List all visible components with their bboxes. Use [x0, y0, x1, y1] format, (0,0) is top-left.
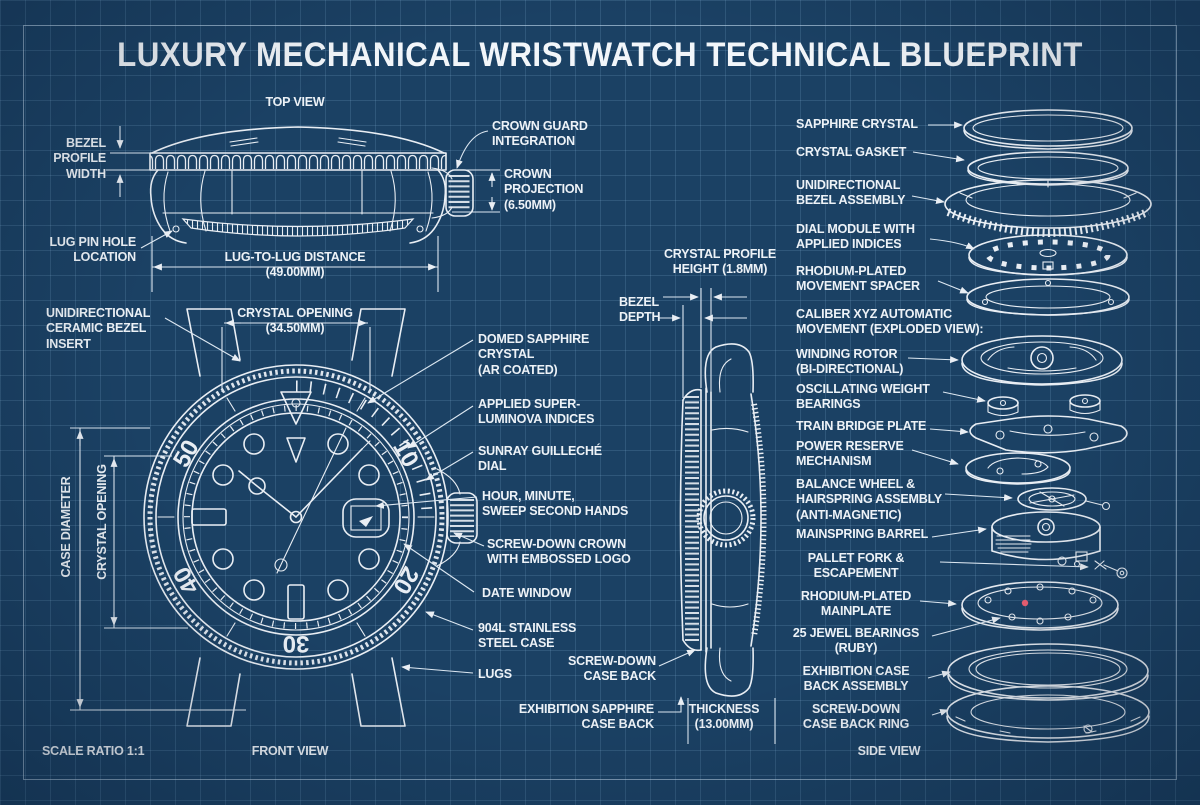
front-view-crown	[436, 468, 478, 567]
ruby-jewel-dot	[1021, 599, 1029, 607]
label-mainplate: RHODIUM-PLATED MAINPLATE	[800, 589, 912, 619]
side-view-heading: SIDE VIEW	[857, 744, 921, 758]
label-dial-module: DIAL MODULE WITH APPLIED INDICES	[796, 222, 915, 252]
label-balance-wheel: BALANCE WHEEL & HAIRSPRING ASSEMBLY (ANT…	[796, 477, 942, 522]
front-view-drawing: 10 20 30 40 50	[143, 308, 478, 727]
label-weight-bearings: OSCILLATING WEIGHT BEARINGS	[796, 382, 930, 412]
watch-hands	[238, 427, 371, 574]
label-sapphire-crystal: SAPPHIRE CRYSTAL	[796, 117, 918, 131]
label-crystal-opening-h: CRYSTAL OPENING (34.50MM)	[237, 306, 353, 336]
label-crown-guard: CROWN GUARD INTEGRATION	[492, 119, 588, 149]
side-view-drawing	[679, 343, 767, 697]
front-view-dimensions	[70, 317, 485, 711]
label-crown-projection: CROWN PROJECTION (6.50MM)	[504, 167, 584, 212]
label-dial: SUNRAY GUILLECHÉ DIAL	[478, 444, 602, 474]
scale-ratio: SCALE RATIO 1:1	[42, 744, 145, 758]
label-thickness: THICKNESS (13.00MM)	[688, 702, 760, 732]
label-crystal-opening-v: CRYSTAL OPENING	[95, 464, 109, 580]
label-exhibition-back: EXHIBITION SAPPHIRE CASE BACK	[518, 702, 654, 732]
label-case-back-ring: SCREW-DOWN CASE BACK RING	[802, 702, 910, 732]
top-view-drawing	[149, 126, 474, 244]
label-pallet-fork: PALLET FORK & ESCAPEMENT	[807, 551, 905, 581]
label-bezel-depth: BEZEL DEPTH	[619, 295, 661, 325]
label-case: 904L STAINLESS STEEL CASE	[478, 621, 577, 651]
date-window	[342, 498, 390, 538]
label-movement-spacer: RHODIUM-PLATED MOVEMENT SPACER	[796, 264, 920, 294]
label-case-back: SCREW-DOWN CASE BACK	[567, 654, 656, 684]
label-lugs: LUGS	[478, 667, 512, 681]
label-domed-crystal: DOMED SAPPHIRE CRYSTAL (AR COATED)	[478, 332, 590, 377]
label-train-bridge: TRAIN BRIDGE PLATE	[796, 419, 927, 433]
label-mainspring-barrel: MAINSPRING BARREL	[796, 527, 929, 541]
bezel-numeral-30: 30	[283, 630, 310, 657]
exploded-view-leaders	[907, 121, 1089, 716]
top-view-heading: TOP VIEW	[265, 95, 325, 109]
label-jewel-bearings: 25 JEWEL BEARINGS (RUBY)	[792, 626, 920, 656]
side-view-crown	[696, 488, 756, 548]
label-date-window: DATE WINDOW	[482, 586, 572, 600]
label-power-reserve: POWER RESERVE MECHANISM	[796, 439, 904, 469]
label-indices: APPLIED SUPER- LUMINOVA INDICES	[478, 397, 595, 427]
top-view-dimensions	[106, 126, 500, 292]
label-crystal-gasket: CRYSTAL GASKET	[796, 145, 907, 159]
label-winding-rotor: WINDING ROTOR (BI-DIRECTIONAL)	[796, 347, 904, 377]
label-lug-to-lug: LUG-TO-LUG DISTANCE (49.00MM)	[224, 250, 366, 280]
label-bezel-profile-width: BEZEL PROFILE WIDTH	[53, 136, 106, 181]
label-bezel-insert: UNIDIRECTIONAL CERAMIC BEZEL INSERT	[46, 306, 151, 351]
top-view-crown	[431, 167, 474, 219]
label-crystal-profile: CRYSTAL PROFILE HEIGHT (1.8MM)	[663, 247, 777, 277]
label-bezel-assembly: UNIDIRECTIONAL BEZEL ASSEMBLY	[796, 178, 906, 208]
label-crown: SCREW-DOWN CROWN WITH EMBOSSED LOGO	[487, 537, 631, 567]
label-case-diameter: CASE DIAMETER	[59, 476, 73, 578]
exploded-view-drawing	[944, 109, 1152, 743]
label-hands: HOUR, MINUTE, SWEEP SECOND HANDS	[482, 489, 629, 519]
label-caliber-heading: CALIBER XYZ AUTOMATIC MOVEMENT (EXPLODED…	[796, 307, 984, 337]
label-case-back-assembly: EXHIBITION CASE BACK ASSEMBLY	[802, 664, 910, 694]
bezel-numeral-50: 50	[168, 435, 205, 472]
front-view-heading: FRONT VIEW	[251, 744, 329, 758]
page-title: LUXURY MECHANICAL WRISTWATCH TECHNICAL B…	[117, 36, 1083, 74]
side-view-dimensions	[658, 288, 776, 744]
label-lug-pin-hole: LUG PIN HOLE LOCATION	[49, 235, 137, 265]
